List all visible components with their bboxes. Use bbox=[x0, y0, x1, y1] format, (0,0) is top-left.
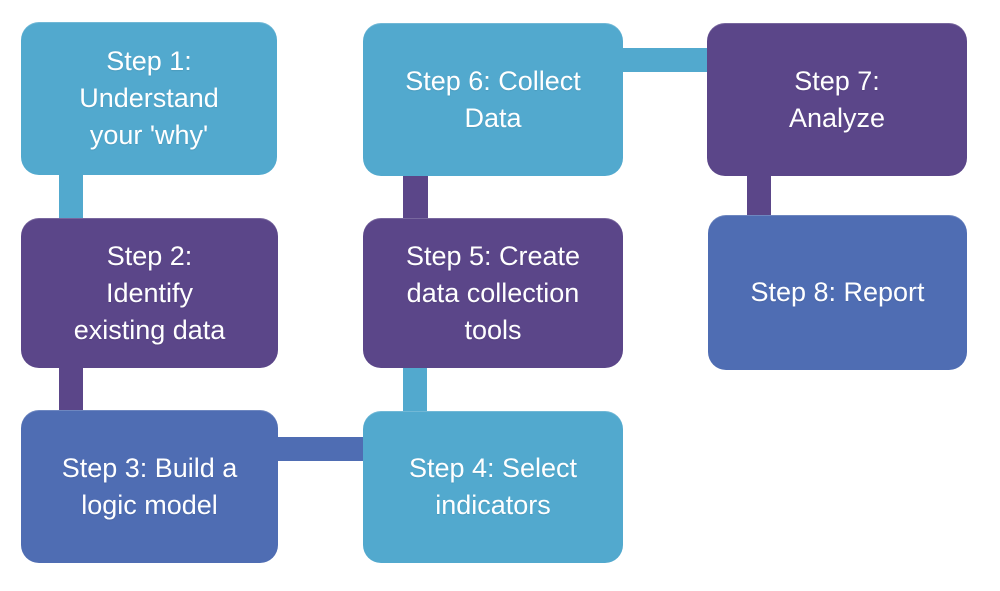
step-2-box: Step 2: Identify existing data bbox=[21, 218, 278, 368]
connector-step2-step3 bbox=[59, 367, 83, 412]
step-4-label: Step 4: Select indicators bbox=[408, 453, 578, 520]
connector-step5-step6 bbox=[403, 175, 428, 220]
step-4-box: Step 4: Select indicators bbox=[363, 411, 623, 563]
connector-step6-step7 bbox=[621, 48, 709, 72]
connector-step7-step8 bbox=[747, 174, 771, 218]
step-7-box: Step 7: Analyze bbox=[707, 23, 967, 176]
step-1-label: Step 1: Understand your 'why' bbox=[79, 46, 219, 150]
step-3-box: Step 3: Build a logic model bbox=[21, 410, 278, 563]
step-5-label: Step 5: Create data collection tools bbox=[405, 240, 581, 345]
step-7-label: Step 7: Analyze bbox=[788, 65, 886, 133]
step-8-label: Step 8: Report bbox=[750, 277, 925, 307]
connector-step3-step4 bbox=[276, 437, 366, 461]
connector-step4-step5 bbox=[403, 367, 427, 413]
step-8-box: Step 8: Report bbox=[708, 215, 967, 370]
connector-step1-step2 bbox=[59, 174, 83, 220]
step-3-label: Step 3: Build a logic model bbox=[61, 452, 238, 520]
step-2-label: Step 2: Identify existing data bbox=[73, 240, 226, 345]
step-6-label: Step 6: Collect Data bbox=[405, 65, 581, 133]
step-5-box: Step 5: Create data collection tools bbox=[363, 218, 623, 368]
step-6-box: Step 6: Collect Data bbox=[363, 23, 623, 176]
step-1-box: Step 1: Understand your 'why' bbox=[21, 22, 277, 175]
